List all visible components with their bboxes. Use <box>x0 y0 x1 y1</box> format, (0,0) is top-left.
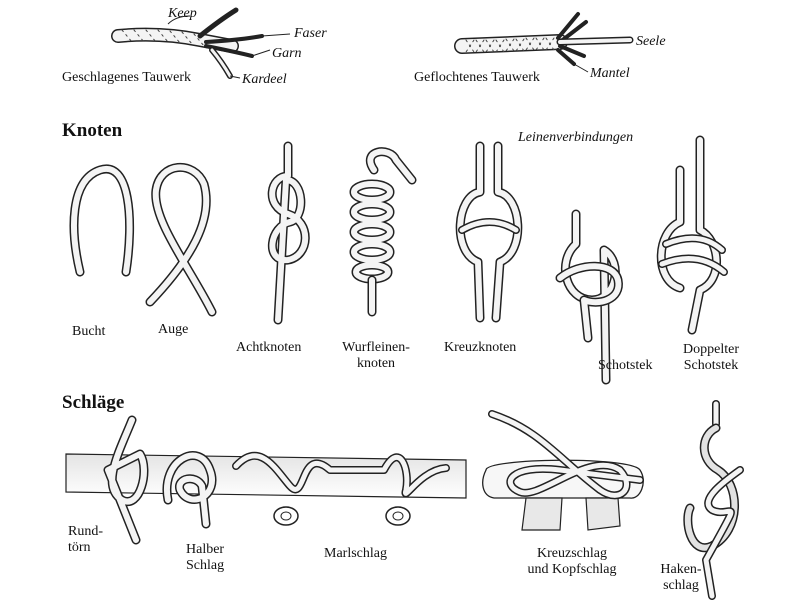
caption-braided-rope: Geflochtenes Tauwerk <box>414 70 540 85</box>
reef-knot-drawing <box>455 141 523 323</box>
label-wurfleinenknoten-line-1: Wurfleinen- <box>342 340 410 355</box>
label-marlschlag: Marlschlag <box>324 546 387 561</box>
label-rundtoern: Rund- törn <box>68 524 103 556</box>
section-heading-knots: Knoten <box>62 120 123 141</box>
label-achtknoten: Achtknoten <box>236 340 302 355</box>
half-hitch-drawing <box>162 451 217 529</box>
cleat-hitch-drawing <box>482 410 644 531</box>
label-schotstek: Schotstek <box>598 358 653 373</box>
sheet-bend-drawing <box>555 209 623 385</box>
round-turn-drawing <box>103 415 149 545</box>
hook-hitch-drawing <box>683 400 744 600</box>
label-doppelter-schotstek: Doppelter Schotstek <box>674 342 748 374</box>
label-kardeel: Kardeel <box>242 72 287 87</box>
laid-rope-drawing <box>111 7 291 79</box>
label-bucht: Bucht <box>72 324 106 339</box>
section-heading-hitches: Schläge <box>62 392 125 413</box>
bight-drawing <box>69 164 135 277</box>
label-mantel: Mantel <box>590 66 630 81</box>
marling-hitch-drawing <box>232 451 450 526</box>
label-halber-schlag: Halber Schlag <box>186 542 224 574</box>
label-halber-schlag-line-2: Schlag <box>186 558 225 573</box>
label-seele: Seele <box>636 34 666 49</box>
label-wurfleinenknoten-line-2: knoten <box>356 356 396 371</box>
label-kreuzschlag-line-1: Kreuzschlag <box>537 546 607 561</box>
label-garn: Garn <box>272 46 302 61</box>
label-kreuzschlag: Kreuzschlag und Kopfschlag <box>512 546 632 578</box>
braided-rope-drawing <box>454 12 634 73</box>
label-kreuzschlag-line-2: und Kopfschlag <box>527 562 617 577</box>
label-auge: Auge <box>158 322 189 337</box>
label-doppelter-schotstek-line-2: Schotstek <box>683 358 739 373</box>
label-rundtoern-line-2: törn <box>68 540 91 555</box>
eye-drawing <box>145 163 217 317</box>
label-line-connections: Leinenverbindungen <box>518 130 634 145</box>
label-kreuzknoten: Kreuzknoten <box>444 340 517 355</box>
label-hakenschlag: Haken- schlag <box>652 562 710 594</box>
double-sheet-bend-drawing <box>656 135 728 335</box>
caption-laid-rope: Geschlagenes Tauwerk <box>62 70 191 85</box>
heaving-line-knot-drawing <box>349 147 417 317</box>
label-faser: Faser <box>294 26 327 41</box>
label-hakenschlag-line-2: schlag <box>663 578 699 593</box>
label-hakenschlag-line-1: Haken- <box>660 562 702 577</box>
label-doppelter-schotstek-line-1: Doppelter <box>683 342 739 357</box>
label-rundtoern-line-1: Rund- <box>68 524 103 539</box>
label-halber-schlag-line-1: Halber <box>186 542 225 557</box>
label-wurfleinenknoten: Wurfleinen- knoten <box>334 340 418 372</box>
figure-eight-knot-drawing <box>267 141 310 325</box>
label-keep: Keep <box>168 6 197 21</box>
